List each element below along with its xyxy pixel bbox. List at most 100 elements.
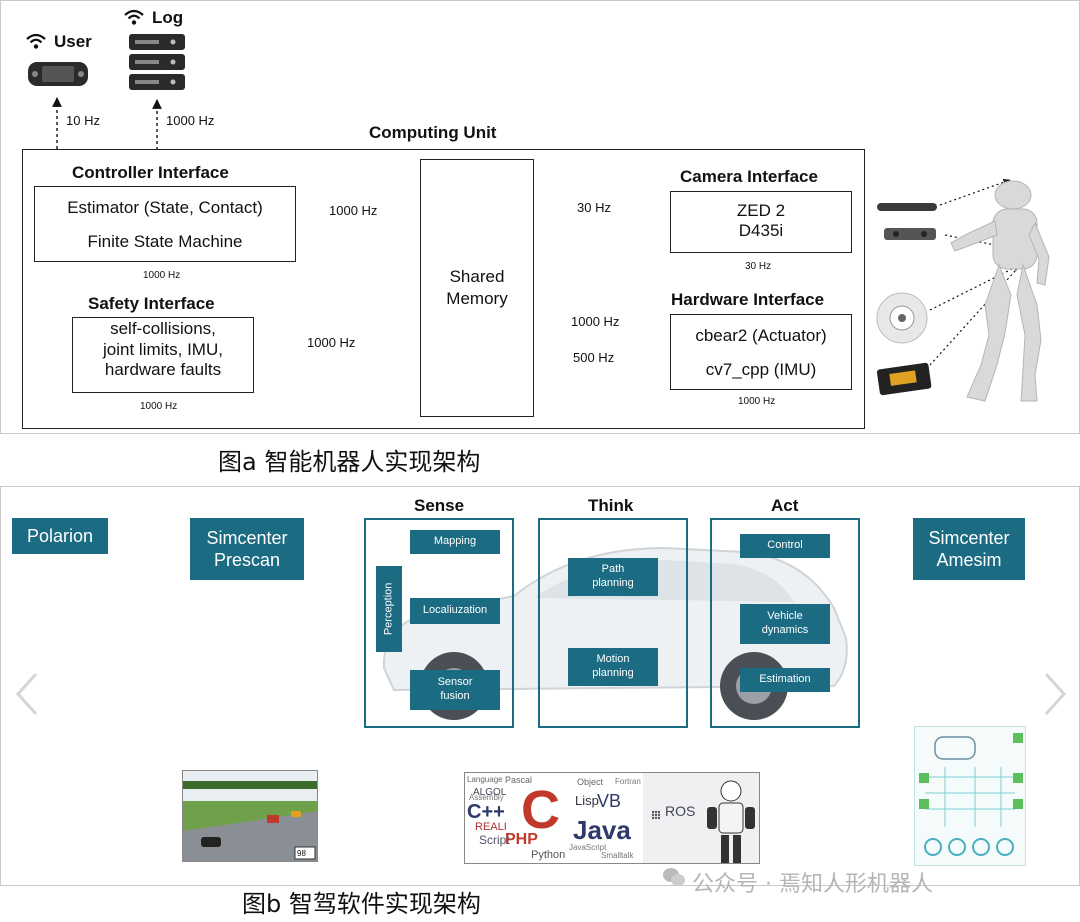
safety-rate-below: 1000 Hz: [140, 401, 178, 412]
perception-label: Perception: [382, 582, 395, 636]
lang-word: PHP: [505, 831, 538, 848]
imu-board-icon: [876, 358, 932, 398]
path-planning-box: Path planning: [568, 558, 658, 596]
lang-word: Java: [573, 815, 631, 845]
carousel-next-icon[interactable]: [1042, 672, 1068, 716]
sensor-fusion-box: Sensor fusion: [410, 670, 500, 710]
vehicle-dynamics-line-2: dynamics: [761, 624, 809, 636]
lang-word: Pascal: [505, 775, 533, 785]
fsm-text: Finite State Machine: [87, 232, 243, 252]
safety-interface-box: self-collisions, joint limits, IMU, hard…: [72, 317, 254, 393]
language-word-cloud: C++ C Java PHP Python Script ALGOL Lisp …: [465, 773, 643, 863]
d435i-camera-icon: [884, 226, 936, 242]
amesim-line-1: Simcenter: [928, 527, 1010, 548]
user-label: User: [54, 32, 92, 51]
wifi-icon: [123, 8, 145, 26]
figure-a-caption: 图a 智能机器人实现架构: [218, 448, 481, 476]
safety-line-3: hardware faults: [104, 360, 222, 380]
humanoid-robot-illustration: [945, 165, 1065, 410]
amesim-line-2: Amesim: [936, 550, 1002, 570]
zed2-text: ZED 2: [736, 201, 786, 220]
lang-word: JavaScript: [569, 843, 607, 852]
cv7-text: cv7_cpp (IMU): [705, 360, 817, 380]
safety-line-2: joint limits, IMU,: [103, 339, 223, 359]
mapping-box: Mapping: [410, 530, 500, 554]
vehicle-dynamics-box: Vehicle dynamics: [740, 604, 830, 644]
control-box: Control: [740, 534, 830, 558]
lang-word: C++: [467, 801, 505, 823]
controller-interface-title: Controller Interface: [72, 163, 229, 182]
hardware-interface-box: cbear2 (Actuator) cv7_cpp (IMU): [670, 314, 852, 390]
hardware-rate-below: 1000 Hz: [738, 396, 776, 407]
wechat-icon: [662, 866, 686, 888]
shared-memory-box: Shared Memory: [420, 159, 534, 417]
carousel-prev-icon[interactable]: [14, 672, 40, 716]
d435i-text: D435i: [738, 221, 784, 241]
simcenter-amesim-box: Simcenter Amesim: [913, 518, 1025, 580]
controller-rate-below: 1000 Hz: [143, 270, 181, 281]
lang-word: REALI: [475, 821, 507, 833]
sense-column: [364, 518, 514, 728]
controller-interface-box: Estimator (State, Contact) Finite State …: [34, 186, 296, 262]
polarion-box: Polarion: [12, 518, 108, 554]
lang-word: Lisp: [575, 793, 599, 808]
prescan-simulation-screenshot: 98: [182, 770, 318, 862]
computing-unit-title: Computing Unit: [369, 123, 497, 142]
actuator-icon: [876, 292, 928, 344]
motion-planning-box: Motion planning: [568, 648, 658, 686]
log-rate-label: 1000 Hz: [166, 113, 215, 128]
camera-link-rate: 30 Hz: [577, 200, 611, 215]
ros-dots-icon: [651, 807, 661, 820]
software-languages-panel: C++ C Java PHP Python Script ALGOL Lisp …: [464, 772, 760, 864]
shared-memory-line-2: Memory: [446, 289, 508, 308]
estimator-text: Estimator (State, Contact): [67, 198, 263, 217]
zed2-camera-icon: [877, 200, 937, 214]
shared-memory-line-1: Shared: [449, 266, 505, 286]
hardware-link-rate-top: 1000 Hz: [571, 314, 620, 329]
lang-word: Smalltalk: [601, 851, 634, 860]
lang-word: ALGOL: [473, 787, 507, 798]
think-header: Think: [588, 496, 634, 515]
path-planning-line-2: planning: [592, 577, 634, 589]
prescan-score: 98: [297, 849, 306, 858]
lang-word: Python: [531, 849, 566, 861]
amesim-schematic-image: [914, 726, 1026, 866]
sensor-fusion-line-2: fusion: [440, 690, 470, 702]
camera-interface-box: ZED 2 D435i: [670, 191, 852, 253]
hardware-link-rate-bottom: 500 Hz: [573, 350, 615, 365]
camera-interface-title: Camera Interface: [680, 167, 818, 186]
motion-planning-line-2: planning: [592, 667, 634, 679]
lang-word: Fortran: [615, 777, 641, 786]
vehicle-dynamics-line-1: Vehicle: [767, 610, 803, 623]
watermark-text: 公众号 · 焉知人形机器人: [692, 872, 933, 897]
sensor-fusion-line-1: Sensor: [437, 676, 473, 689]
safety-interface-title: Safety Interface: [88, 294, 215, 313]
act-header: Act: [771, 496, 799, 515]
ros-robot-image: ROS: [643, 773, 759, 863]
lang-word: C: [521, 780, 560, 840]
sense-header: Sense: [414, 496, 465, 515]
lang-word: Object: [577, 777, 604, 787]
figure-b-caption: 图b 智驾软件实现架构: [242, 890, 481, 918]
perception-box: Perception: [376, 566, 402, 652]
lang-word: Script: [479, 833, 510, 847]
hardware-interface-title: Hardware Interface: [671, 290, 825, 309]
controller-link-rate: 1000 Hz: [329, 203, 378, 218]
safety-link-rate: 1000 Hz: [307, 335, 356, 350]
safety-line-1: self-collisions,: [110, 319, 216, 338]
think-column: [538, 518, 688, 728]
localization-box: Localiuzation: [410, 598, 500, 624]
prescan-line-1: Simcenter: [206, 527, 288, 548]
ros-label: ROS: [665, 803, 696, 819]
lang-word: Language: [467, 775, 503, 784]
wifi-icon: [25, 32, 47, 50]
path-planning-line-1: Path: [601, 563, 625, 576]
lang-word: Assembly: [469, 793, 504, 802]
simcenter-prescan-box: Simcenter Prescan: [190, 518, 304, 580]
camera-rate-below: 30 Hz: [745, 261, 772, 272]
estimation-box: Estimation: [740, 668, 830, 692]
act-column: [710, 518, 860, 728]
motion-planning-line-1: Motion: [596, 653, 630, 666]
user-rate-label: 10 Hz: [66, 113, 100, 128]
prescan-line-2: Prescan: [213, 550, 281, 570]
